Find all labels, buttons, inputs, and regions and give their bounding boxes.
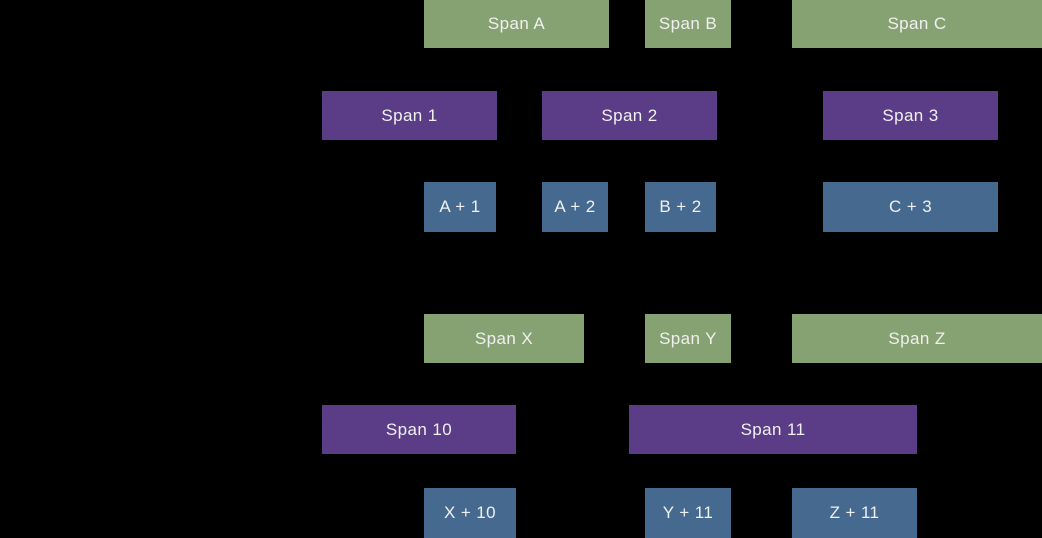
span-bar-x-plus-10: X + 10 bbox=[424, 488, 516, 538]
span-label: Span 2 bbox=[601, 105, 658, 125]
span-bar-span-3: Span 3 bbox=[823, 91, 998, 140]
span-label: Z + 11 bbox=[829, 503, 880, 522]
span-label: A + 2 bbox=[554, 197, 596, 216]
span-bar-span-z: Span Z bbox=[792, 314, 1042, 363]
span-label: Span X bbox=[474, 328, 534, 348]
span-bar-span-c: Span C bbox=[792, 0, 1042, 48]
span-label: Span Z bbox=[888, 328, 946, 348]
span-label: Span 10 bbox=[385, 419, 453, 439]
span-bar-span-b: Span B bbox=[645, 0, 731, 48]
span-label: Span C bbox=[887, 14, 947, 33]
span-label: B + 2 bbox=[659, 197, 702, 216]
span-bar-span-2: Span 2 bbox=[542, 91, 717, 140]
span-label: C + 3 bbox=[888, 197, 933, 216]
span-label: Y + 11 bbox=[662, 503, 714, 522]
span-bar-span-1: Span 1 bbox=[322, 91, 497, 140]
span-bar-span-11: Span 11 bbox=[629, 405, 917, 454]
span-bar-span-y: Span Y bbox=[645, 314, 731, 363]
span-label: Span 1 bbox=[381, 105, 438, 125]
span-label: Span B bbox=[658, 14, 718, 33]
span-label: A + 1 bbox=[439, 197, 481, 216]
span-bar-a-plus-1: A + 1 bbox=[424, 182, 496, 232]
span-bar-span-10: Span 10 bbox=[322, 405, 516, 454]
span-label: Span A bbox=[487, 14, 546, 33]
span-bar-z-plus-11: Z + 11 bbox=[792, 488, 917, 538]
span-bar-b-plus-2: B + 2 bbox=[645, 182, 716, 232]
span-label: Span 11 bbox=[740, 419, 806, 439]
span-label: Span 3 bbox=[882, 105, 939, 125]
span-bar-a-plus-2: A + 2 bbox=[542, 182, 608, 232]
span-bar-c-plus-3: C + 3 bbox=[823, 182, 998, 232]
span-bar-span-x: Span X bbox=[424, 314, 584, 363]
span-bar-span-a: Span A bbox=[424, 0, 609, 48]
span-bar-y-plus-11: Y + 11 bbox=[645, 488, 731, 538]
span-label: X + 10 bbox=[443, 503, 497, 522]
span-label: Span Y bbox=[659, 328, 717, 348]
